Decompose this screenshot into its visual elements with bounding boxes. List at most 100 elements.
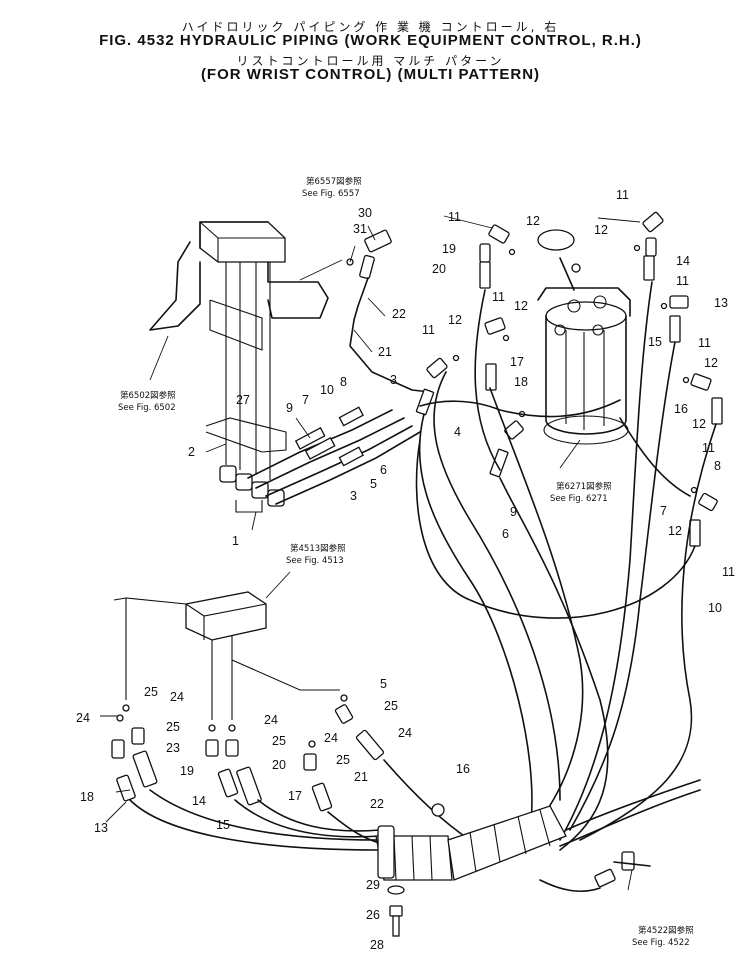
callout: 16 bbox=[456, 762, 470, 776]
callout: 31 bbox=[353, 222, 367, 236]
callout: 23 bbox=[166, 741, 180, 755]
callout: 9 bbox=[510, 505, 517, 519]
callout: 17 bbox=[510, 355, 524, 369]
callout: 11 bbox=[448, 210, 461, 224]
callout: 12 bbox=[448, 313, 462, 327]
callout: 12 bbox=[692, 417, 706, 431]
callout: 12 bbox=[514, 299, 528, 313]
figure-subtitle-jp: リストコントロール用 マルチ パターン bbox=[236, 54, 505, 68]
callout: 11 bbox=[422, 323, 435, 337]
callout: 2 bbox=[188, 445, 195, 459]
callout: 6 bbox=[502, 527, 509, 541]
reference-label: 第6271図参照 bbox=[556, 481, 612, 492]
callout: 8 bbox=[714, 459, 721, 473]
callout: 11 bbox=[492, 290, 505, 304]
callout: 5 bbox=[370, 477, 377, 491]
callout: 24 bbox=[264, 713, 278, 727]
callout: 11 bbox=[722, 565, 735, 579]
callout: 24 bbox=[76, 711, 90, 725]
reference-label: 第6557図参照 bbox=[306, 176, 362, 187]
callout: 9 bbox=[286, 401, 293, 415]
callout: 14 bbox=[676, 254, 690, 268]
callout: 24 bbox=[324, 731, 338, 745]
callout: 18 bbox=[514, 375, 528, 389]
tee-fitting-4522 bbox=[539, 851, 651, 893]
callout: 22 bbox=[392, 307, 406, 321]
reference-label: 第4513図参照 bbox=[290, 543, 346, 554]
figure-title: FIG. 4532 HYDRAULIC PIPING (WORK EQUIPME… bbox=[99, 32, 642, 49]
reference-label: See Fig. 4513 bbox=[286, 556, 344, 566]
callout: 22 bbox=[370, 797, 384, 811]
callout: 25 bbox=[384, 699, 398, 713]
callout: 28 bbox=[370, 938, 384, 952]
callout: 10 bbox=[320, 383, 334, 397]
reference-label: See Fig. 6271 bbox=[550, 494, 608, 504]
callout: 7 bbox=[302, 393, 309, 407]
lower-valve-block bbox=[113, 571, 340, 720]
fitting-group-1 bbox=[219, 465, 285, 513]
callout: 24 bbox=[170, 690, 184, 704]
lower-hoses bbox=[129, 759, 471, 851]
callout: 18 bbox=[80, 790, 94, 804]
callout: 20 bbox=[432, 262, 446, 276]
callout: 12 bbox=[704, 356, 718, 370]
callout: 5 bbox=[380, 677, 387, 691]
callout: 27 bbox=[236, 393, 250, 407]
callout-numbers: 31 30 22 21 10 8 9 7 3 2 6 5 4 3 1 11 12… bbox=[76, 188, 735, 952]
callout: 6 bbox=[380, 463, 387, 477]
callout: 3 bbox=[390, 373, 397, 387]
reference-label: 第6502図参照 bbox=[120, 390, 176, 401]
callout: 15 bbox=[216, 818, 230, 832]
callout: 7 bbox=[660, 504, 667, 518]
callout: 25 bbox=[166, 720, 180, 734]
callout: 21 bbox=[354, 770, 368, 784]
callout: 17 bbox=[288, 789, 302, 803]
figure-title-jp: ハイドロリック パイピング 作 業 機 コントロール, 右 bbox=[181, 20, 560, 34]
lower-fittings bbox=[111, 694, 385, 812]
callout: 13 bbox=[94, 821, 108, 835]
callout: 19 bbox=[180, 764, 194, 778]
callout: 11 bbox=[676, 274, 689, 288]
callout: 12 bbox=[526, 214, 540, 228]
reference-label: See Fig. 6502 bbox=[118, 403, 176, 413]
callout: 1 bbox=[232, 534, 239, 548]
callout: 20 bbox=[272, 758, 286, 772]
callout: 19 bbox=[442, 242, 456, 256]
callout: 4 bbox=[454, 425, 461, 439]
callout: 30 bbox=[358, 206, 372, 220]
reference-label: 第4522図参照 bbox=[638, 925, 694, 936]
hose-21-22 bbox=[299, 229, 431, 393]
callout: 12 bbox=[594, 223, 608, 237]
callout: 11 bbox=[698, 336, 711, 350]
figure-references: 第6557図参照 See Fig. 6557 第6502図参照 See Fig.… bbox=[118, 176, 694, 948]
callout: 26 bbox=[366, 908, 380, 922]
callout: 25 bbox=[336, 753, 350, 767]
callout-leaders bbox=[100, 215, 641, 891]
callout: 21 bbox=[378, 345, 392, 359]
callout: 25 bbox=[272, 734, 286, 748]
clamp-hardware bbox=[387, 885, 405, 937]
callout: 24 bbox=[398, 726, 412, 740]
callout: 25 bbox=[144, 685, 158, 699]
valve-stay-lines bbox=[205, 262, 287, 480]
callout: 12 bbox=[668, 524, 682, 538]
wrapped-hose-bundle bbox=[375, 779, 701, 881]
callout: 14 bbox=[192, 794, 206, 808]
callout: 15 bbox=[648, 335, 662, 349]
callout: 13 bbox=[714, 296, 728, 310]
hose-bundle-upper bbox=[247, 406, 421, 505]
control-valve-body bbox=[537, 229, 631, 445]
callout: 8 bbox=[340, 375, 347, 389]
reference-label: See Fig. 6557 bbox=[302, 189, 360, 199]
callout: 11 bbox=[702, 441, 715, 455]
callout: 16 bbox=[674, 402, 688, 416]
reference-label: See Fig. 4522 bbox=[632, 938, 690, 948]
callout: 3 bbox=[350, 489, 357, 503]
callout: 29 bbox=[366, 878, 380, 892]
figure-subtitle: (FOR WRIST CONTROL) (MULTI PATTERN) bbox=[200, 66, 541, 83]
callout: 11 bbox=[616, 188, 629, 202]
upper-valve-block bbox=[149, 221, 329, 351]
callout: 10 bbox=[708, 601, 722, 615]
